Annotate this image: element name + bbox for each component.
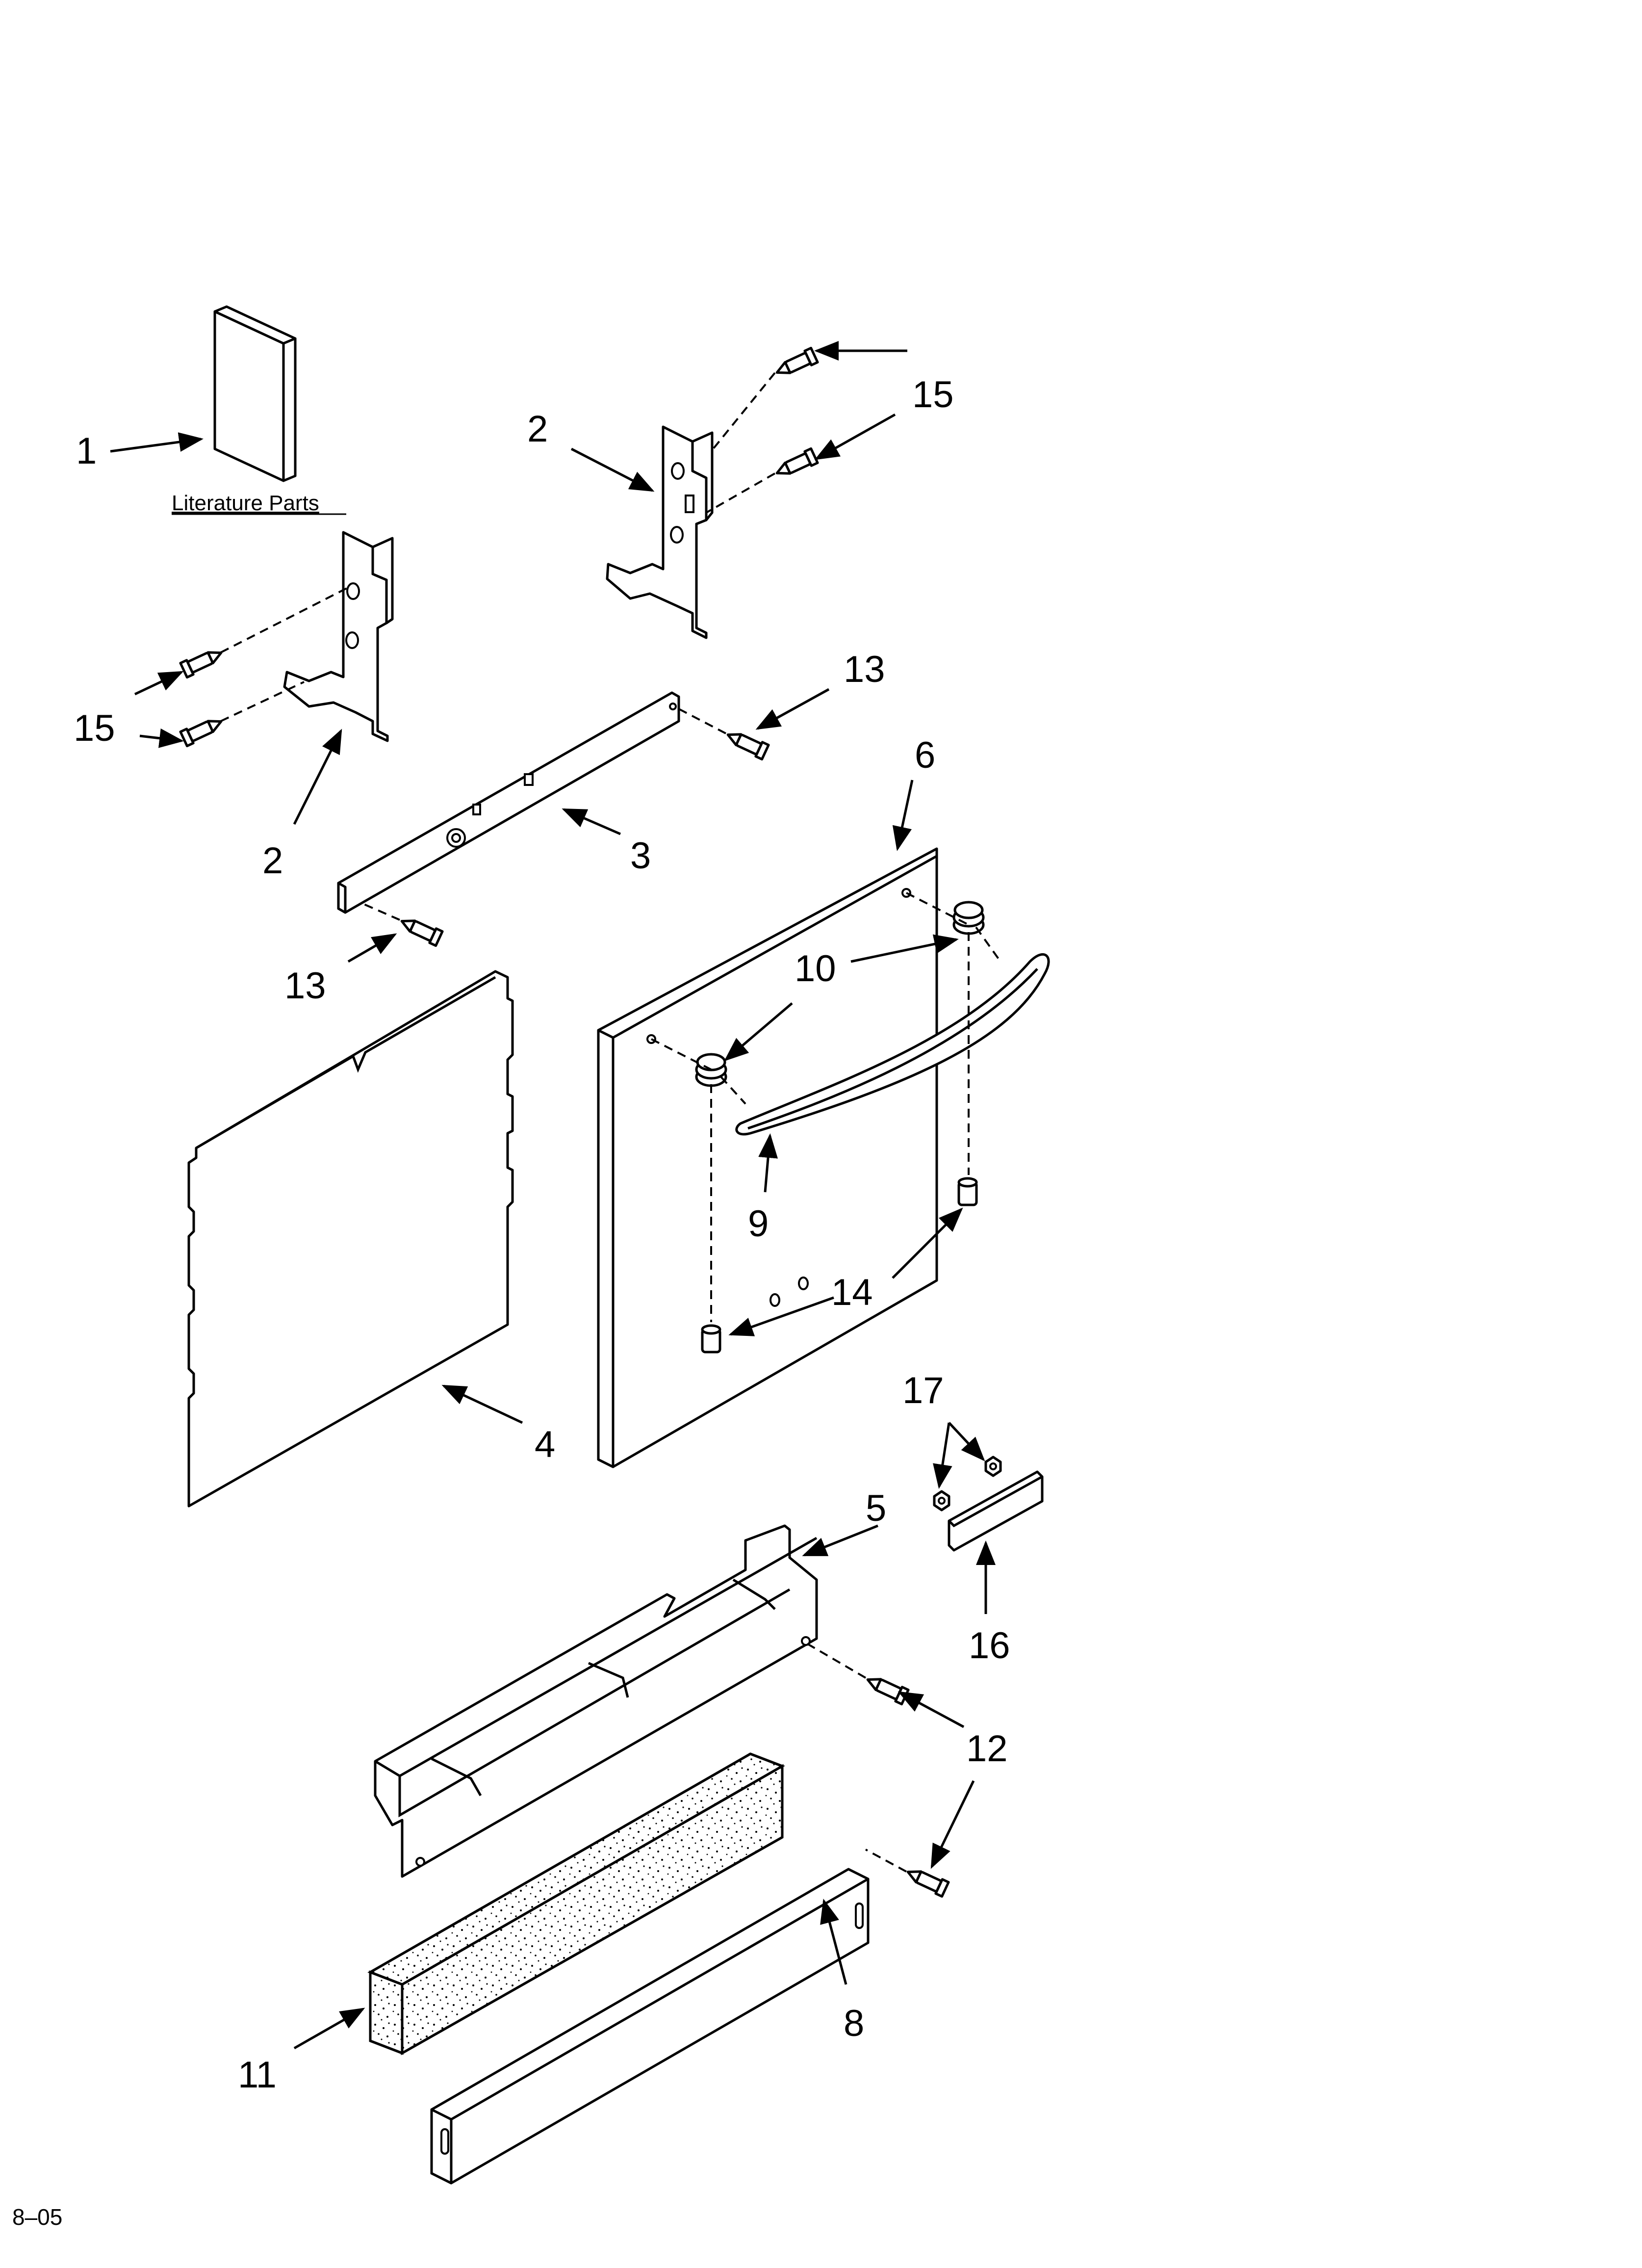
screw-12-lower: [906, 1870, 950, 1898]
kick-plate: [430, 1868, 870, 2185]
callout-15-top: 15: [912, 374, 954, 416]
screw-15-left-a: [179, 651, 223, 679]
callout-11: 11: [238, 2054, 277, 2096]
grip-badge: [948, 1470, 1044, 1552]
literature-parts-label: Literature Parts: [172, 491, 319, 515]
nut-left: [933, 1490, 950, 1512]
handle-assembly-lines: [651, 892, 1001, 1322]
callout-5: 5: [866, 1487, 886, 1529]
callout-8: 8: [844, 2003, 864, 2044]
screw-15-upper-a: [775, 346, 819, 374]
literature-booklet: [213, 305, 297, 482]
hinge-bracket-upper: [606, 425, 714, 639]
callout-9: 9: [748, 1203, 769, 1245]
screw-12-upper: [866, 1678, 910, 1706]
callout-2-top: 2: [527, 408, 548, 450]
callout-3: 3: [630, 835, 651, 877]
screw-13-upper: [726, 733, 770, 761]
callout-14: 14: [831, 1272, 873, 1313]
callout-17: 17: [902, 1370, 944, 1411]
callout-13-upper: 13: [844, 649, 885, 690]
callout-2-left: 2: [262, 840, 283, 882]
callout-16: 16: [969, 1625, 1010, 1667]
callout-1: 1: [76, 430, 97, 472]
callout-labels: 1 15 2 15 2 3 13 13 6 10 9 14 4 17 5 16 …: [74, 374, 1010, 2096]
footer-code: 8–05: [12, 2204, 62, 2230]
door-handle: [735, 953, 1050, 1136]
handle-spacer-left: [695, 1053, 727, 1087]
nut-right: [984, 1456, 1002, 1477]
callout-12: 12: [966, 1728, 1008, 1770]
callout-leaders: [110, 341, 996, 2050]
set-screw-right: [957, 1177, 978, 1206]
handle-spacer-right: [952, 901, 985, 935]
inner-panel: [187, 970, 514, 1508]
insulation-block: [367, 1752, 785, 2056]
screw-15-left-b: [179, 720, 223, 748]
screw-15-upper-b: [775, 447, 819, 475]
callout-6: 6: [915, 734, 935, 776]
callout-15-left: 15: [74, 707, 115, 749]
callout-4: 4: [535, 1424, 555, 1465]
hinge-bracket-lower: [283, 531, 394, 742]
screw-13-lower: [400, 919, 444, 947]
callout-10: 10: [795, 948, 836, 990]
set-screw-left: [701, 1324, 721, 1354]
callout-13-lower: 13: [284, 965, 326, 1007]
screw-alignment-lines: [220, 372, 907, 1873]
door-rail: [337, 691, 680, 914]
toe-panel-bracket: [374, 1524, 818, 1878]
